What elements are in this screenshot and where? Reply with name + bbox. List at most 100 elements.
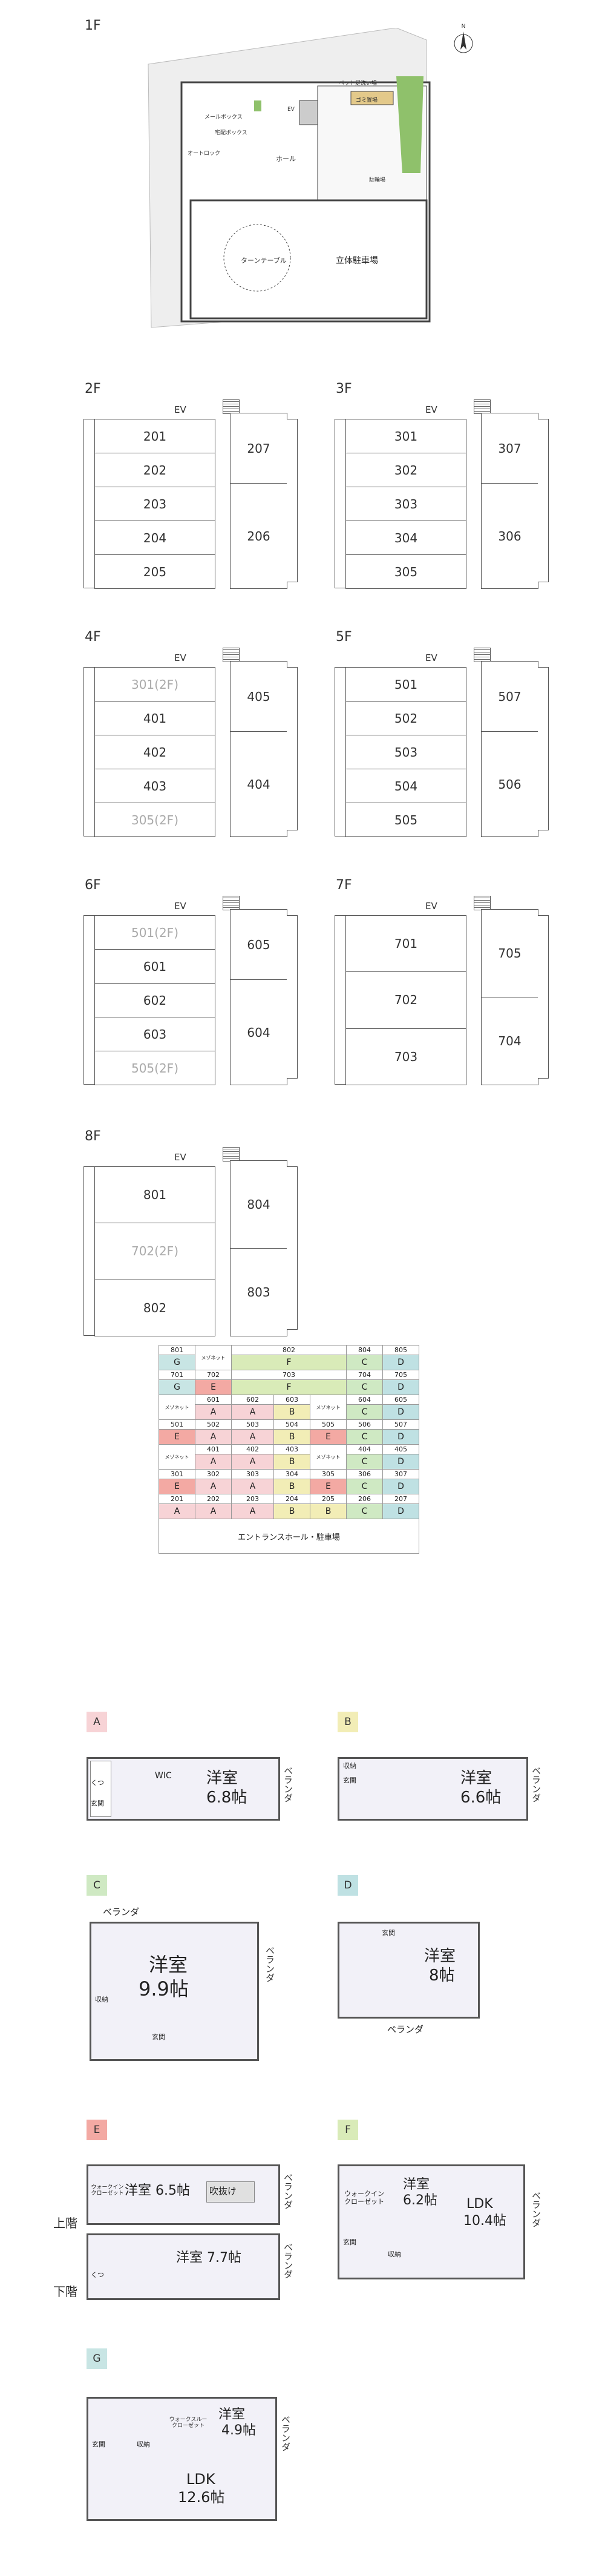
type-c-badge: C [87,1875,107,1896]
ev-label: EV [174,404,186,415]
unit-502: 502 [345,701,466,735]
floor-label: 6F [85,878,101,893]
stair-icon [223,896,240,910]
type-f-size: 6.2帖 [403,2193,437,2208]
corridor-left [335,915,347,1085]
unit-401: 401 [94,701,215,735]
balcony-right [287,667,298,830]
type-e-walkin: ウォークインクローゼット [91,2184,124,2197]
ev-label: EV [174,901,186,912]
type-g-ldk-size: 12.6帖 [178,2489,225,2506]
type-b-entry: 玄関 [343,1776,356,1784]
type-c-size: 9.9帖 [139,1977,189,2000]
type-a-size: 6.8帖 [206,1789,247,1807]
type-f-badge: F [338,2120,358,2140]
type-g-plan: ウォークスルークローゼット 洋室 4.9帖 LDK 12.6帖 収納 玄関 [87,2397,277,2521]
stair-icon [474,648,491,662]
unit-5012F: 501(2F) [94,915,215,950]
table-footer-row: エントランスホール・駐車場 [158,1519,420,1554]
balcony-right [287,915,298,1079]
stair-icon [223,399,240,414]
corridor-left [83,419,96,588]
type-e-lower-label: 下階 [53,2284,77,2299]
type-g-storage: 収納 [137,2440,150,2448]
unit-601: 601 [94,949,215,984]
floor-1f-label: 1F [85,18,101,33]
floor-label: 3F [336,381,352,396]
unit-505: 505 [345,803,466,837]
type-b-plan: 収納 玄関 洋室 6.6帖 [338,1757,528,1821]
corridor-left [83,1166,96,1336]
floor-label: 2F [85,381,101,396]
table-row: 801 メゾネット 802 804 805 [159,1345,420,1370]
hall-label: ホール [276,155,296,163]
ev-label: EV [425,901,437,912]
type-e-badge: E [87,2120,107,2140]
unit-602: 602 [94,983,215,1017]
type-f-walkin: ウォークインクローゼット [344,2190,384,2206]
unit-203: 203 [94,487,215,521]
unit-801: 801 [94,1166,215,1224]
type-f-room: 洋室 [403,2177,430,2192]
ev-label: EV [174,1152,186,1163]
parking-label: 立体駐車場 [336,256,378,266]
type-a-wic: WIC [155,1771,172,1781]
trash-label: ゴミ置場 [356,97,378,104]
unit-306: 306 [481,483,538,589]
stair-icon [474,399,491,414]
ev-1f-label: EV [287,107,295,113]
type-b-veranda: ベランダ [531,1766,541,1802]
stair-icon [223,1147,240,1162]
ev-label: EV [425,404,437,415]
unit-501: 501 [345,667,466,702]
type-e-lower-plan: 洋室 7.7帖 くつ [87,2233,280,2300]
type-d-veranda: ベランダ [387,2024,424,2035]
unit-504: 504 [345,769,466,803]
type-g-size: 4.9帖 [221,2423,256,2438]
type-b-room: 洋室 [460,1769,492,1787]
floor-label: 7F [336,878,352,893]
type-d-entry: 玄関 [382,1929,395,1937]
north-arrow-icon: N [454,24,473,53]
unit-304: 304 [345,521,466,555]
type-d-size: 8帖 [429,1966,455,1985]
type-a-plan: WIC 洋室 6.8帖 くつ 玄関 [87,1757,280,1821]
unit-802: 802 [94,1279,215,1336]
unit-702: 702 [345,971,466,1029]
corridor-left [83,667,96,836]
type-f-ldk-size: 10.4帖 [463,2213,506,2229]
unit-503: 503 [345,735,466,769]
unit-804: 804 [230,1160,287,1249]
unit-305: 305 [345,554,466,589]
north-label: N [462,24,466,30]
ev-label: EV [425,652,437,663]
type-g-walkin: ウォークスルークローゼット [169,2417,208,2430]
balcony-right [287,1166,298,1330]
balcony-right [538,915,549,1079]
corridor-left [335,667,347,836]
type-e-shoes: くつ [91,2271,104,2279]
balcony-right [287,419,298,582]
balcony-right [538,667,549,830]
type-f-entry: 玄関 [343,2238,356,2246]
type-e-veranda-lower: ベランダ [283,2242,293,2279]
unit-5052F: 505(2F) [94,1051,215,1085]
turntable-label: ターンテーブル [241,257,287,264]
unit-507: 507 [481,661,538,732]
unit-603: 603 [94,1017,215,1051]
type-f-storage: 収納 [388,2250,401,2258]
type-e-room-up: 洋室 6.5帖 [125,2183,190,2198]
type-b-size: 6.6帖 [460,1789,502,1807]
type-d-plan: 玄関 洋室 8帖 [338,1922,480,2019]
type-f-veranda: ベランダ [531,2191,541,2227]
unit-605: 605 [230,909,287,980]
